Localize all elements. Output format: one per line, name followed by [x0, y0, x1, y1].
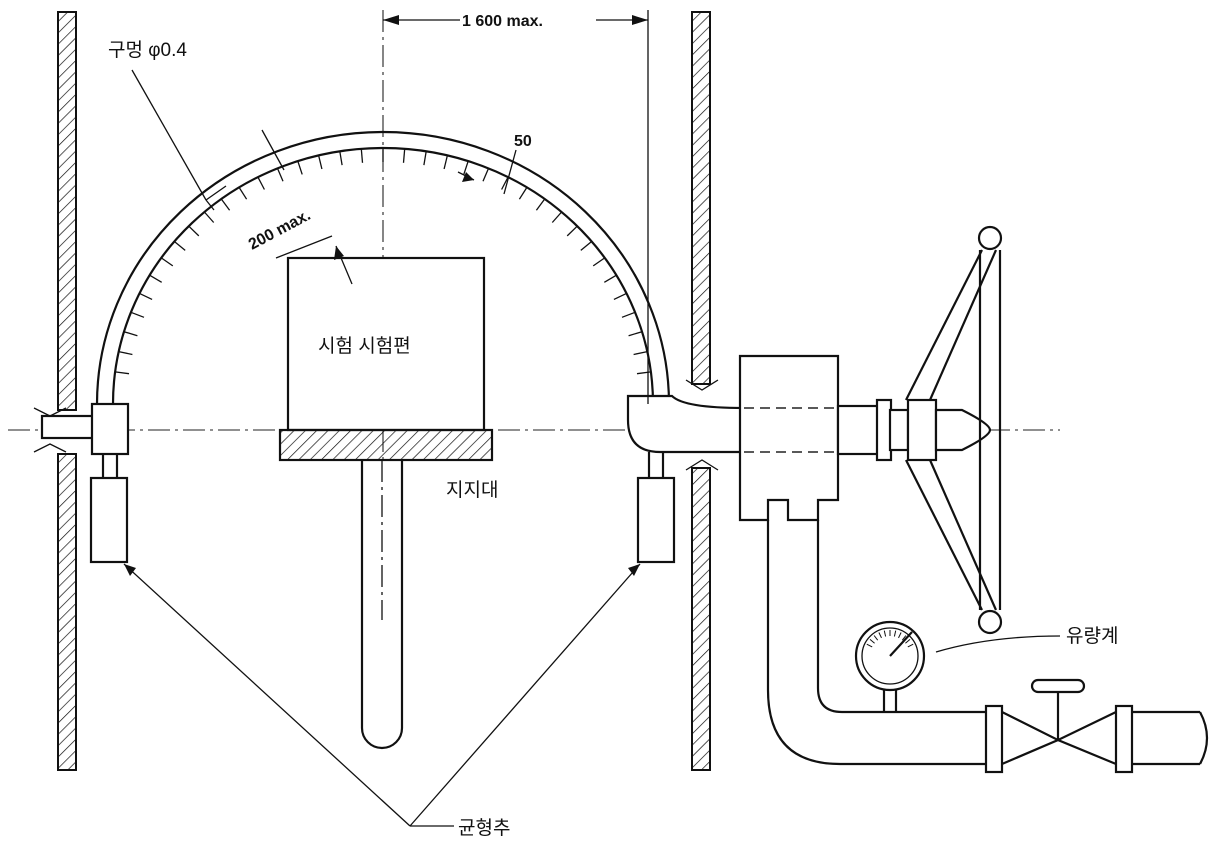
gauge-tick	[873, 635, 879, 641]
spray-hole-tick	[633, 350, 648, 356]
spray-hole-tick	[482, 168, 490, 182]
spray-hole-tick	[130, 311, 145, 318]
spray-hole-tick	[173, 240, 186, 251]
supply-pipe	[766, 520, 1209, 766]
spray-hole-tick	[339, 151, 343, 166]
label-counterweight: 균형추	[458, 817, 510, 839]
left-pivot	[33, 402, 130, 456]
leader-counterweight	[123, 563, 641, 827]
spray-hole-tick	[402, 148, 406, 163]
spray-hole-tick	[636, 371, 651, 375]
gauge-tick	[907, 643, 914, 648]
right-pivot	[626, 379, 746, 471]
label-50: 50	[514, 133, 532, 150]
handwheel	[905, 225, 1003, 635]
spray-hole-tick	[276, 168, 284, 182]
leader-flow-meter	[935, 635, 1061, 653]
drive-housing	[738, 354, 840, 522]
support-stand	[278, 428, 494, 750]
spray-hole-tick	[443, 155, 449, 170]
spray-hole-tick	[115, 371, 130, 375]
flow-meter-gauge	[854, 620, 926, 712]
label-200-max: 200 max.	[246, 207, 314, 254]
dimension-1600	[383, 10, 649, 404]
test-specimen	[286, 256, 486, 432]
gauge-tick	[878, 632, 882, 639]
spray-hole-tick	[149, 274, 163, 283]
spray-hole-tick	[501, 176, 509, 190]
spray-hole-tick	[123, 331, 138, 337]
right-counterweight	[636, 452, 676, 564]
spray-hole-tick	[139, 292, 153, 300]
spray-hole-tick	[160, 257, 174, 267]
spray-hole-tick	[220, 198, 231, 211]
dimension-50	[457, 149, 517, 195]
spray-hole-tick	[518, 187, 528, 200]
spray-hole-tick	[238, 187, 248, 200]
spray-hole-tick	[118, 350, 133, 356]
spray-hole-tick	[463, 160, 469, 175]
label-hole: 구멍 φ0.4	[108, 39, 187, 61]
right-wall	[691, 11, 711, 771]
spray-hole-tick	[360, 148, 364, 163]
left-counterweight	[89, 454, 129, 564]
dimension-200	[261, 129, 353, 285]
spray-hole-tick	[613, 292, 627, 300]
gauge-tick	[901, 635, 907, 641]
label-specimen: 시험 시험편	[318, 335, 411, 357]
label-flow-meter: 유량계	[1066, 625, 1118, 647]
left-wall	[57, 11, 77, 771]
spray-hole-tick	[621, 311, 636, 318]
spray-hole-tick	[580, 240, 593, 251]
gauge-tick	[893, 630, 897, 637]
gauge-tick	[866, 643, 873, 648]
valve	[984, 678, 1134, 774]
spray-hole-tick	[317, 155, 323, 170]
leader-hole	[131, 69, 227, 211]
gauge-tick	[869, 639, 875, 644]
spray-hole-tick	[297, 160, 303, 175]
spray-hole-tick	[628, 331, 643, 337]
spray-hole-ticks	[115, 148, 651, 375]
drive-shaft	[836, 398, 992, 462]
spray-hole-tick	[203, 211, 215, 223]
label-support: 지지대	[446, 479, 498, 501]
gauge-tick	[883, 630, 887, 637]
spray-hole-tick	[535, 198, 546, 211]
spray-hole-tick	[257, 176, 265, 190]
label-1600-max: 1 600 max.	[462, 13, 543, 30]
spray-hole-tick	[603, 274, 617, 283]
gauge-tick	[905, 639, 911, 644]
gauge-tick	[898, 632, 902, 639]
spray-hole-tick	[551, 211, 563, 223]
spray-hole-tick	[592, 257, 606, 267]
spray-hole-tick	[188, 225, 200, 237]
spray-hole-tick	[566, 225, 578, 237]
spray-hole-tick	[423, 151, 427, 166]
